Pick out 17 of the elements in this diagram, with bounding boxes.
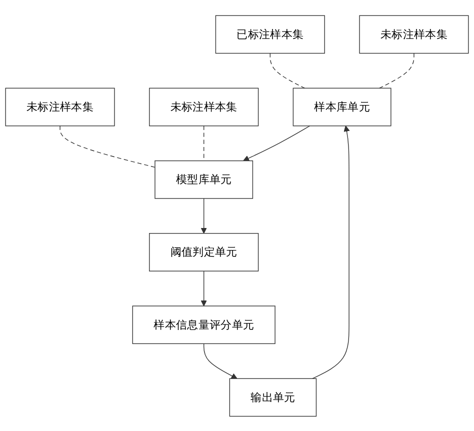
connector (270, 52, 306, 88)
arrow (312, 125, 350, 378)
node-box: 未标注样本集 (149, 87, 259, 126)
node-box: 已标注样本集 (215, 14, 325, 54)
node-box: 未标注样本集 (5, 87, 115, 126)
connector (379, 52, 414, 88)
arrow (200, 198, 207, 234)
node-box: 未标注样本集 (359, 14, 469, 54)
node-box: 样本库单元 (292, 87, 392, 126)
arrow (243, 125, 310, 161)
node-box: 阈值判定单元 (149, 232, 259, 271)
connector (60, 125, 156, 168)
node-box: 样本信息量评分单元 (132, 305, 276, 344)
arrow (200, 270, 207, 306)
arrow (204, 342, 238, 378)
node-box: 模型库单元 (154, 160, 254, 198)
node-box: 输出单元 (229, 378, 317, 416)
